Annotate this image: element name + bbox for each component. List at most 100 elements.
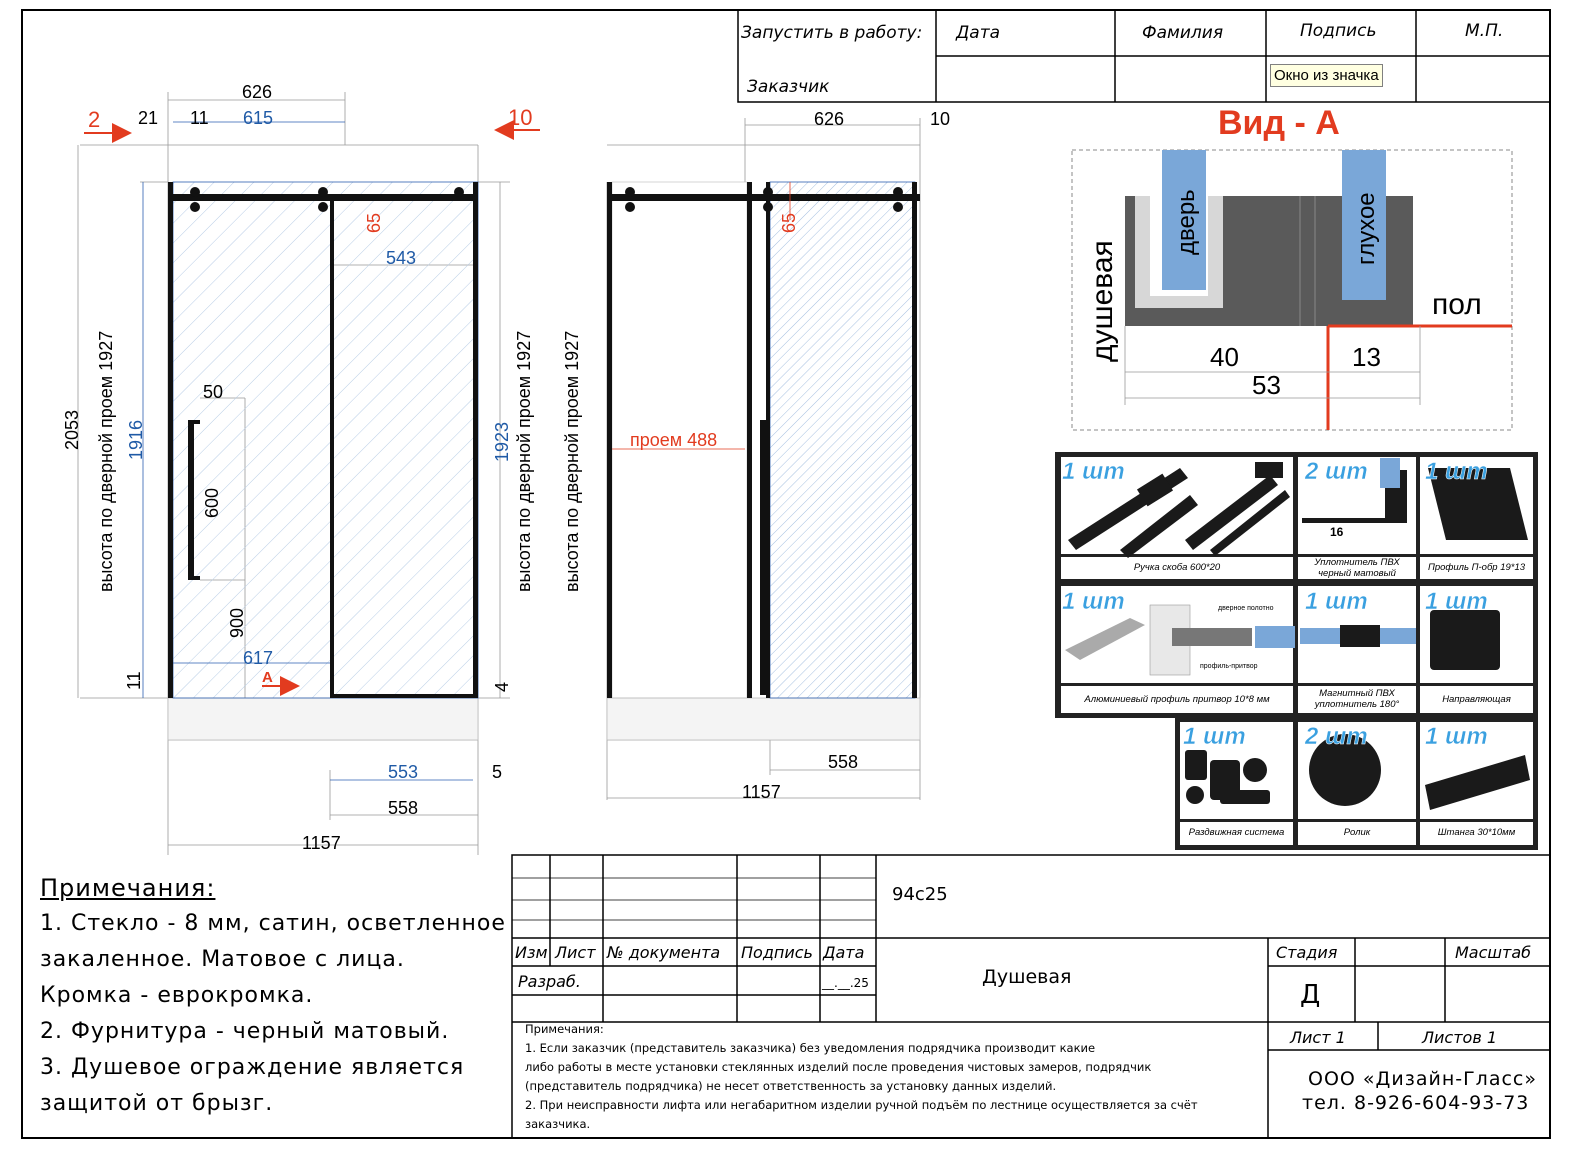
customer-label: Заказчик	[747, 77, 830, 97]
view-a-detail	[1071, 149, 1513, 431]
dim-front-543: 543	[386, 248, 416, 268]
profile-note: профиль-притвор	[1200, 663, 1258, 670]
doc-code: 94с25	[892, 884, 948, 905]
scale-label: Масштаб	[1455, 943, 1532, 962]
component-qty: 1 шт	[1305, 588, 1368, 616]
note-line: закаленное. Матовое с лица.	[40, 947, 405, 972]
component-label: Штанга 30*10мм	[1437, 827, 1516, 838]
side-view	[606, 118, 921, 800]
dim-front-600: 600	[202, 488, 222, 518]
door-height-label-right: высота по дверной проем 1927	[514, 331, 534, 592]
seal-dim-16: 16	[1330, 525, 1344, 539]
dim-front-4: 4	[492, 682, 512, 692]
legal-note-line: заказчика.	[525, 1117, 591, 1131]
sheets-label: Листов 1	[1422, 1028, 1498, 1047]
legal-note-line: (представитель подрядчика) не несет отве…	[525, 1079, 1057, 1093]
stamp-grid	[511, 854, 1551, 1139]
legal-note-line: 1. Если заказчик (представитель заказчик…	[525, 1041, 1096, 1055]
tooltip: Окно из значка	[1270, 64, 1383, 87]
view-a-fixed-label: глухое	[1353, 192, 1380, 265]
door-height-label-left: высота по дверной проем 1927	[96, 331, 116, 592]
view-a-dim-13: 13	[1352, 342, 1381, 372]
stage-value: Д	[1300, 980, 1321, 1010]
dim-front-1916: 1916	[126, 420, 146, 460]
developer-label: Разраб.	[518, 972, 581, 991]
legal-notes-heading: Примечания:	[525, 1022, 604, 1036]
component-qty: 1 шт	[1425, 588, 1488, 616]
col-izm: Изм	[515, 943, 548, 962]
door-height-label-side: высота по дверной проем 1927	[562, 331, 582, 592]
stage-label: Стадия	[1276, 943, 1338, 962]
signature-label: Подпись	[1300, 21, 1377, 41]
col-sign: Подпись	[741, 943, 813, 962]
component-label: Магнитный ПВХ уплотнитель 180°	[1314, 688, 1400, 710]
col-list: Лист	[555, 943, 596, 962]
dim-front-2053: 2053	[62, 410, 82, 450]
dim-side-626: 626	[814, 109, 844, 129]
components-table	[1055, 452, 1538, 850]
component-qty: 1 шт	[1183, 723, 1246, 751]
legal-notes: Примечания: 1. Если заказчик (представит…	[525, 1020, 1265, 1134]
view-a-shower-label: душевая	[1086, 240, 1119, 362]
component-qty: 2 шт	[1305, 458, 1368, 486]
view-a-dim-40: 40	[1210, 342, 1239, 372]
door-leaf-note: дверное полотно	[1218, 605, 1274, 612]
component-label: Ручка скоба 600*20	[1133, 562, 1221, 573]
view-a-door-label: дверь	[1173, 189, 1200, 255]
note-line: 2. Фурнитура - черный матовый.	[40, 1019, 450, 1044]
arrow-label-2: 2	[88, 107, 100, 132]
launch-label: Запустить в работу:	[741, 23, 923, 43]
view-a-dim-53: 53	[1252, 370, 1281, 400]
note-line: Кромка - еврокромка.	[40, 983, 314, 1008]
component-label: Уплотнитель ПВХ черный матовый	[1314, 557, 1400, 579]
dim-front-11: 11	[190, 108, 209, 128]
dim-front-558: 558	[388, 798, 418, 818]
component-label: Направляющая	[1442, 694, 1511, 705]
dim-side-558: 558	[828, 752, 858, 772]
notes-heading: Примечания:	[40, 874, 216, 902]
col-date: Дата	[823, 943, 865, 962]
dim-front-21: 21	[138, 108, 158, 128]
dim-front-615: 615	[243, 108, 273, 128]
date-value: __.__.25	[822, 976, 869, 990]
component-qty: 1 шт	[1062, 458, 1125, 486]
component-label: Алюминиевый профиль притвор 10*8 мм	[1084, 694, 1270, 705]
front-view	[77, 92, 510, 855]
date-label: Дата	[956, 23, 1001, 43]
component-qty: 1 шт	[1425, 458, 1488, 486]
component-qty: 1 шт	[1425, 723, 1488, 751]
stamp-label: М.П.	[1465, 21, 1504, 41]
col-doc: № документа	[607, 943, 721, 962]
product-name: Душевая	[982, 966, 1072, 988]
legal-note-line: либо работы в месте установки стеклянных…	[525, 1060, 1152, 1074]
dim-front-553: 553	[388, 762, 418, 782]
dim-front-5: 5	[492, 762, 502, 782]
component-label: Профиль П-обр 19*13	[1427, 562, 1526, 573]
component-qty: 2 шт	[1305, 723, 1368, 751]
dim-front-617: 617	[243, 648, 273, 668]
dim-front-1157: 1157	[302, 833, 341, 853]
note-line: защитой от брызг.	[40, 1091, 274, 1116]
company-phone: тел. 8-926-604-93-73	[1302, 1092, 1530, 1114]
dim-front-11b: 11	[124, 671, 144, 690]
view-a-marker: А	[262, 669, 273, 686]
legal-note-line: 2. При неисправности лифта или негабарит…	[525, 1098, 1198, 1112]
dim-side-65: 65	[779, 213, 799, 233]
view-a-title: Вид - А	[1218, 104, 1340, 142]
top-title-block	[737, 9, 1551, 103]
component-label: Раздвижная система	[1188, 827, 1285, 838]
arrow-label-10: 10	[508, 105, 532, 130]
opening-label: проем 488	[630, 430, 717, 450]
dim-front-626: 626	[242, 82, 272, 102]
view-a-floor-label: пол	[1432, 288, 1482, 321]
sheet-label: Лист 1	[1290, 1028, 1346, 1047]
dim-front-900: 900	[227, 608, 247, 638]
component-qty: 1 шт	[1062, 588, 1125, 616]
dim-side-1157: 1157	[742, 782, 781, 802]
company-name: ООО «Дизайн-Гласс»	[1308, 1068, 1537, 1090]
dim-front-1923: 1923	[492, 422, 512, 462]
surname-label: Фамилия	[1142, 23, 1224, 43]
note-line: 1. Стекло - 8 мм, сатин, осветленное	[40, 911, 506, 936]
note-line: 3. Душевое ограждение является	[40, 1055, 465, 1080]
